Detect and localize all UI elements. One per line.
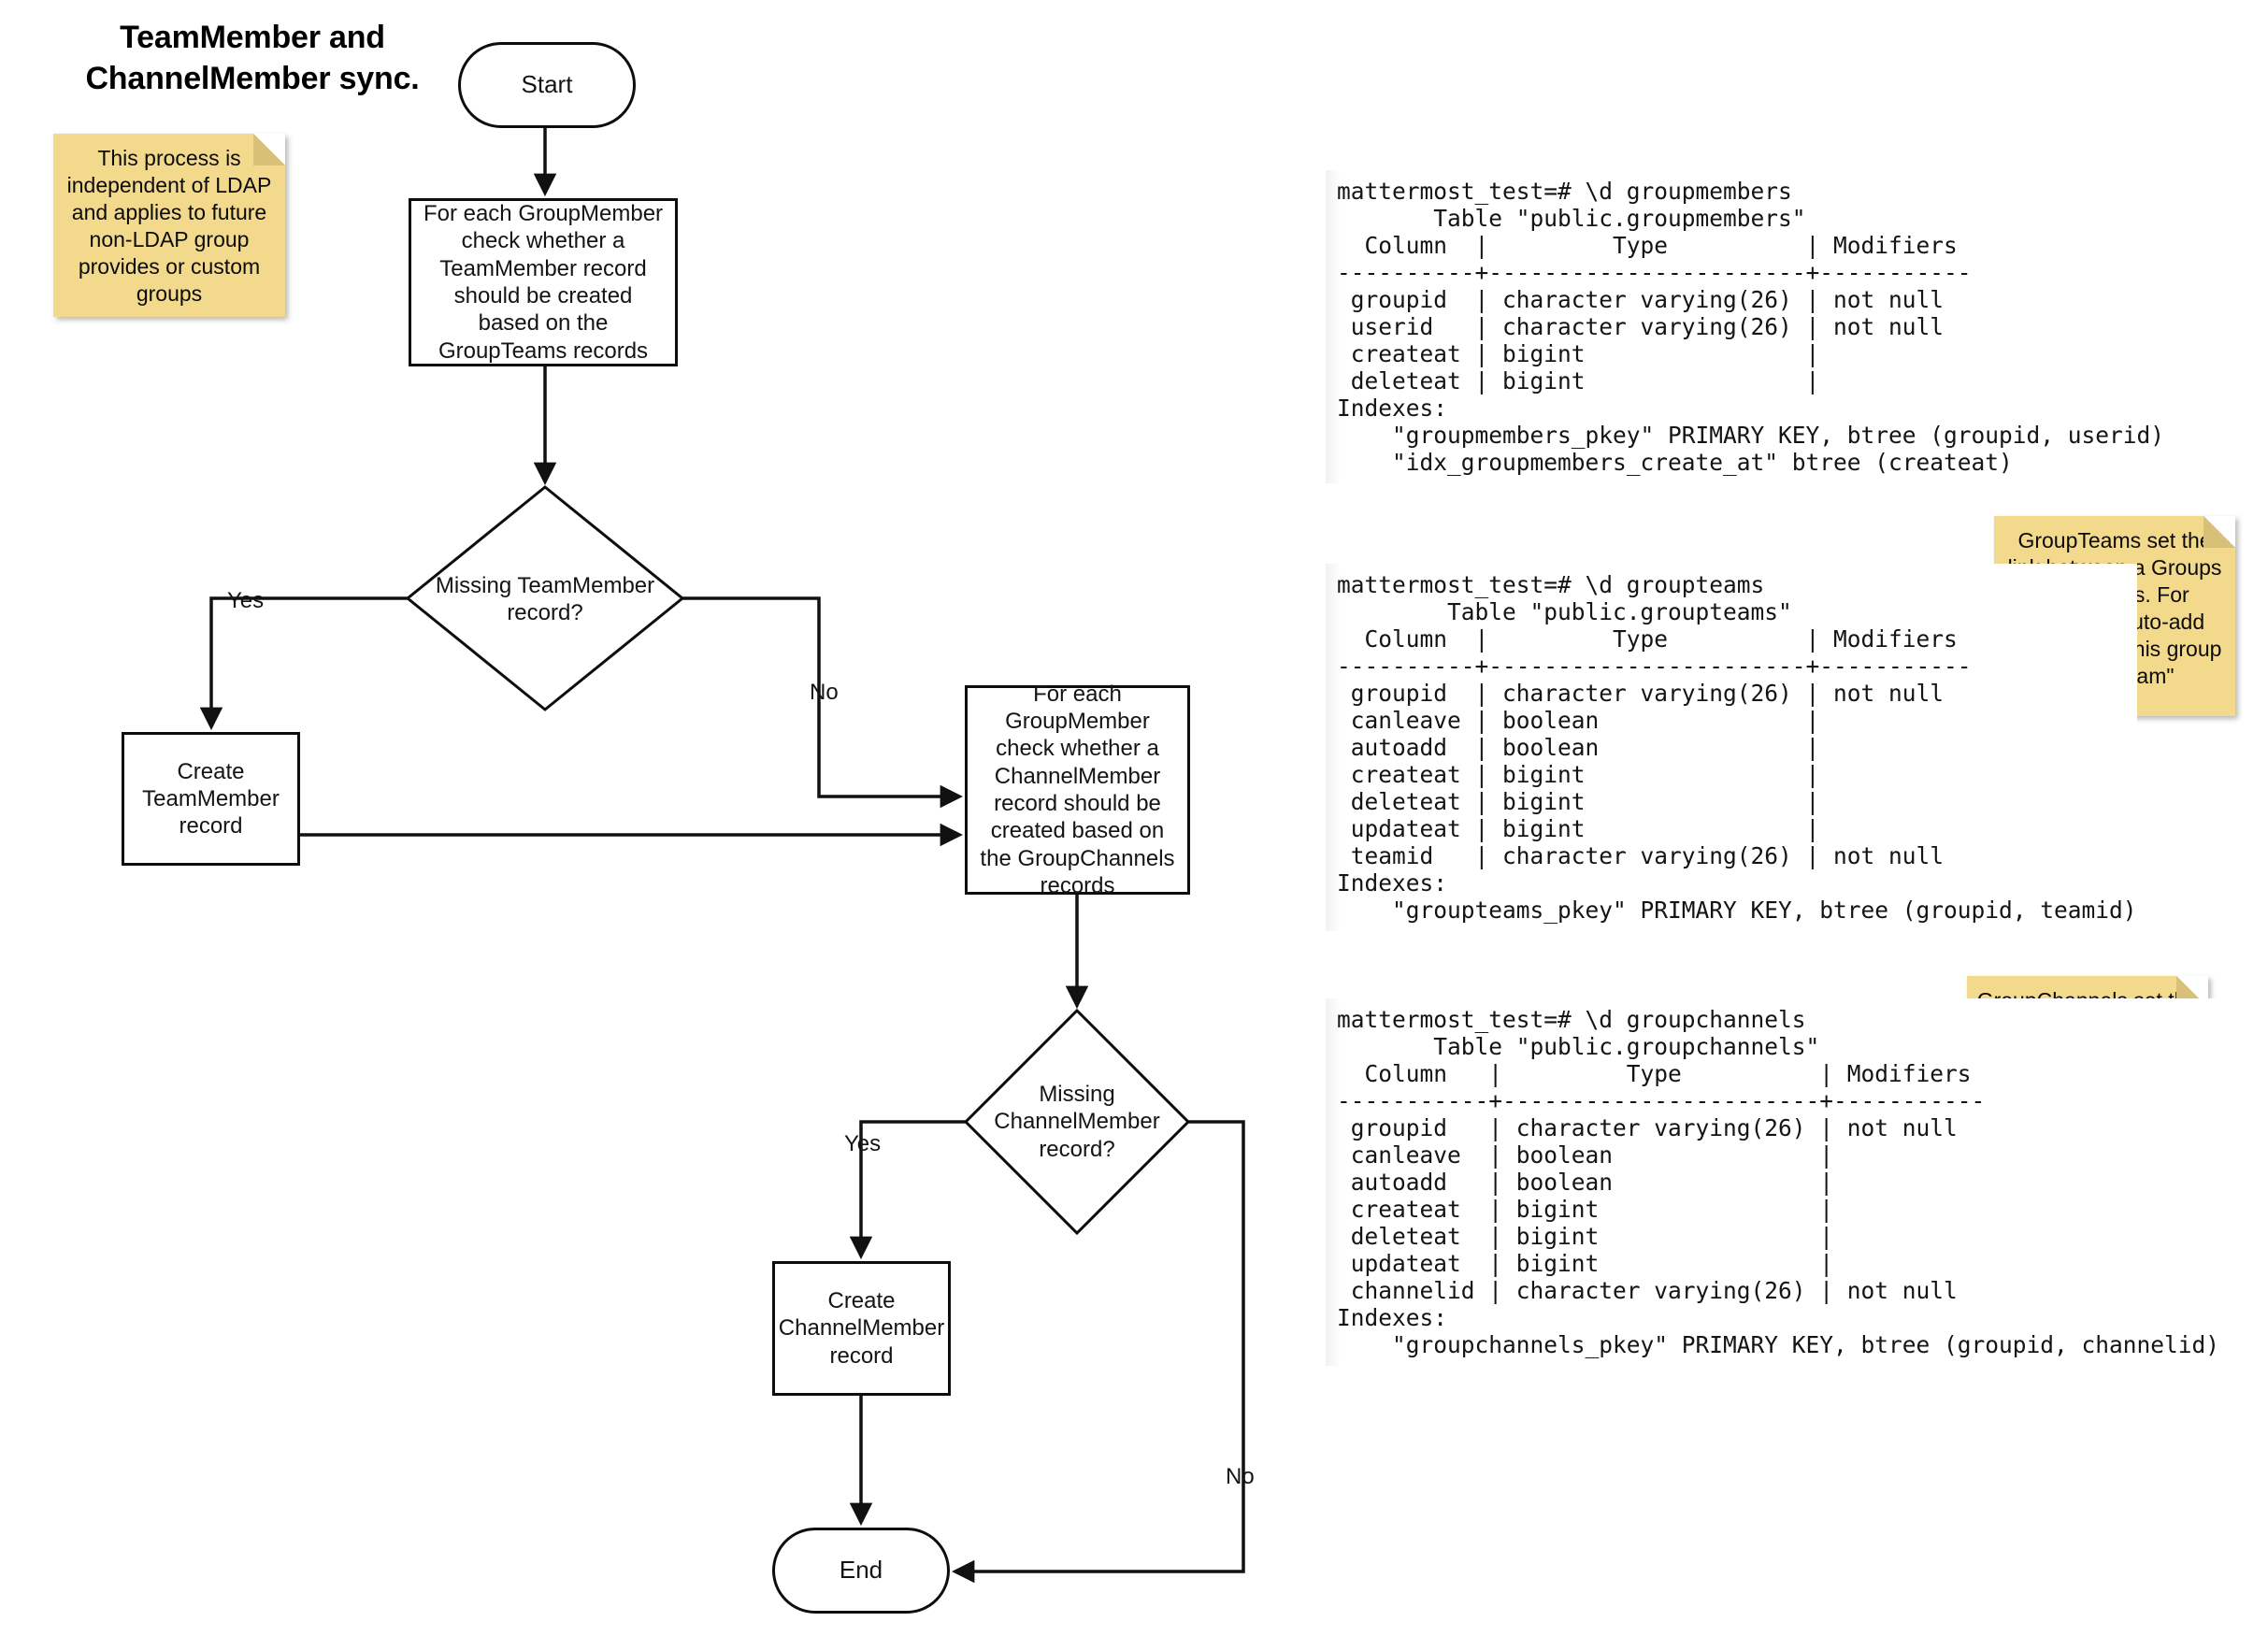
flow-node-decision-channelmember[interactable]: Missing ChannelMember record? bbox=[978, 1073, 1176, 1170]
flow-node-process-channelmember[interactable]: For each GroupMember check whether a Cha… bbox=[965, 682, 1190, 898]
flow-node-end-label: End bbox=[839, 1556, 883, 1585]
edge-decision2-no bbox=[951, 1120, 1245, 1584]
flow-node-start[interactable]: Start bbox=[458, 42, 636, 128]
flow-node-create-channelmember[interactable]: Create ChannelMember record bbox=[772, 1261, 951, 1396]
flow-node-start-label: Start bbox=[521, 70, 573, 99]
flow-node-decision-teammember-label: Missing TeamMember record? bbox=[435, 572, 655, 625]
edge-label-no-channelmember: No bbox=[1226, 1464, 1255, 1489]
flow-node-create-teammember-label: Create TeamMember record bbox=[142, 758, 280, 840]
page-title-line-1: TeamMember and bbox=[120, 20, 385, 55]
flow-node-process-channelmember-label: For each GroupMember check whether a Cha… bbox=[980, 681, 1175, 898]
sticky-note-ldap[interactable]: This process is independent of LDAP and … bbox=[53, 134, 285, 317]
terminal-output-groupteams: mattermost_test=# \d groupteams Table "p… bbox=[1326, 563, 2137, 932]
flow-node-decision-channelmember-label: Missing ChannelMember record? bbox=[994, 1082, 1160, 1162]
flow-node-process-teammember[interactable]: For each GroupMember check whether a Tea… bbox=[409, 198, 678, 366]
flow-node-decision-teammember[interactable]: Missing TeamMember record? bbox=[425, 557, 665, 641]
flow-node-end[interactable]: End bbox=[772, 1528, 950, 1614]
page-title-line-2: ChannelMember sync. bbox=[85, 61, 420, 97]
edge-label-yes-teammember: Yes bbox=[227, 588, 265, 613]
flow-node-process-teammember-label: For each GroupMember check whether a Tea… bbox=[423, 201, 664, 364]
flow-node-create-channelmember-label: Create ChannelMember record bbox=[778, 1288, 945, 1369]
edge-label-no-teammember: No bbox=[810, 680, 839, 705]
edge-label-yes-channelmember: Yes bbox=[844, 1131, 882, 1156]
terminal-output-groupmembers: mattermost_test=# \d groupmembers Table … bbox=[1326, 169, 2165, 484]
sticky-note-ldap-text: This process is independent of LDAP and … bbox=[66, 146, 272, 306]
page-title: TeamMember and ChannelMember sync. bbox=[56, 17, 449, 99]
flow-node-create-teammember[interactable]: Create TeamMember record bbox=[122, 732, 300, 866]
edge-decision1-yes bbox=[199, 596, 408, 731]
terminal-output-groupchannels: mattermost_test=# \d groupchannels Table… bbox=[1326, 997, 2220, 1367]
